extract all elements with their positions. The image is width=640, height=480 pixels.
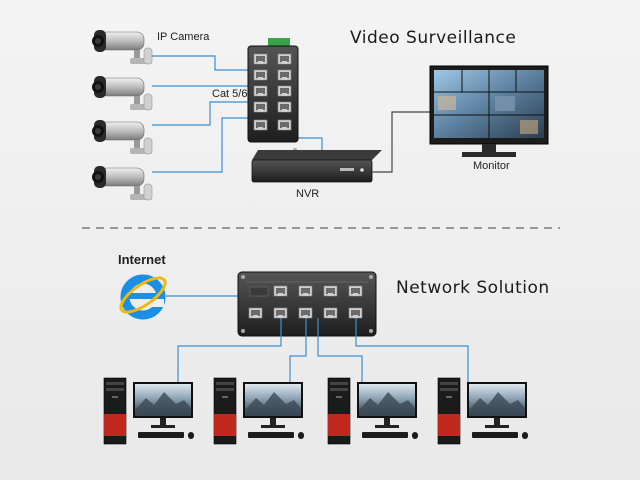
desktop-computer-icon <box>103 377 195 445</box>
internet-explorer-icon <box>119 274 167 320</box>
ip-camera-icon <box>91 75 153 111</box>
monitor-icon <box>429 65 549 157</box>
ip-camera-icon <box>91 119 153 155</box>
nvr-icon <box>251 150 382 183</box>
ip-camera-label: IP Camera <box>157 31 210 43</box>
internet-label: Internet <box>118 252 166 267</box>
ethernet-switch-icon <box>237 271 377 337</box>
desktop-computer-icon <box>437 377 529 445</box>
cable-type-label: Cat 5/6 <box>212 88 248 100</box>
video-surveillance-title: Video Surveillance <box>350 28 517 48</box>
nvr-label: NVR <box>296 188 320 200</box>
desktop-computer-icon <box>213 377 305 445</box>
monitor-label: Monitor <box>473 160 510 172</box>
ethernet-switch-icon <box>247 38 299 152</box>
ip-camera-icon <box>91 29 153 65</box>
pc-cables <box>177 318 469 384</box>
ip-camera-icon <box>91 165 153 201</box>
desktop-computer-icon <box>327 377 419 445</box>
network-solution-title: Network Solution <box>396 278 550 298</box>
monitor-cable <box>372 111 432 173</box>
